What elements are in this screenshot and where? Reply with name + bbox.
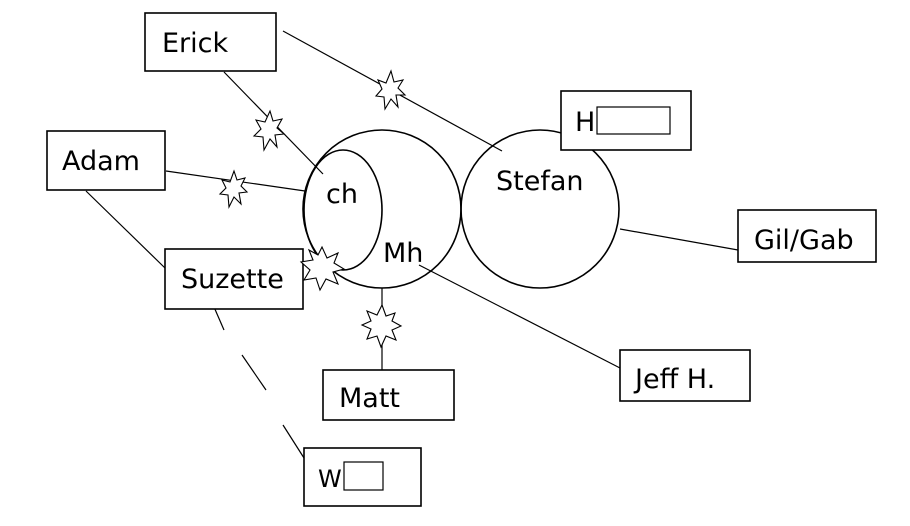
stefan-circle xyxy=(460,129,620,289)
w-label: W xyxy=(318,465,342,493)
line-adam-suzette xyxy=(85,190,166,269)
adam-label: Adam xyxy=(62,146,140,177)
erick-box xyxy=(144,12,277,72)
h-label: H xyxy=(575,107,595,138)
conflict-burst-icon-erick-ch xyxy=(252,109,286,152)
w-inset-box xyxy=(343,461,384,491)
matt-label: Matt xyxy=(339,383,400,414)
suzette-label: Suzette xyxy=(181,264,284,295)
ch-label: ch xyxy=(326,179,358,210)
adam-box xyxy=(46,130,166,191)
ch-ellipse xyxy=(303,149,383,271)
conflict-burst-icon-adam-ch xyxy=(218,169,249,210)
jeff-h-box xyxy=(619,349,751,402)
matt-box xyxy=(322,369,455,421)
conflict-burst-icon-erick-stefan xyxy=(374,69,407,111)
suzette-box xyxy=(164,248,304,310)
conflict-burst-icon-mh-matt xyxy=(360,303,403,349)
line-mh-jeff xyxy=(418,264,621,369)
conflict-burst-icon-suzette-ch xyxy=(299,245,346,292)
gil-gab-label: Gil/Gab xyxy=(754,225,854,256)
line-stefan-gil xyxy=(619,228,739,251)
line-suzette-w-dash-2 xyxy=(241,354,267,391)
line-suzette-w-dash-1 xyxy=(213,306,225,331)
jeff-h-label: Jeff H. xyxy=(633,364,715,395)
h-inset-box xyxy=(596,106,671,135)
gil-gab-box xyxy=(737,209,877,263)
stefan-label: Stefan xyxy=(496,166,584,197)
erick-label: Erick xyxy=(162,28,229,59)
mh-label: Mh xyxy=(383,238,423,269)
line-suzette-w-dash-3 xyxy=(282,424,305,459)
